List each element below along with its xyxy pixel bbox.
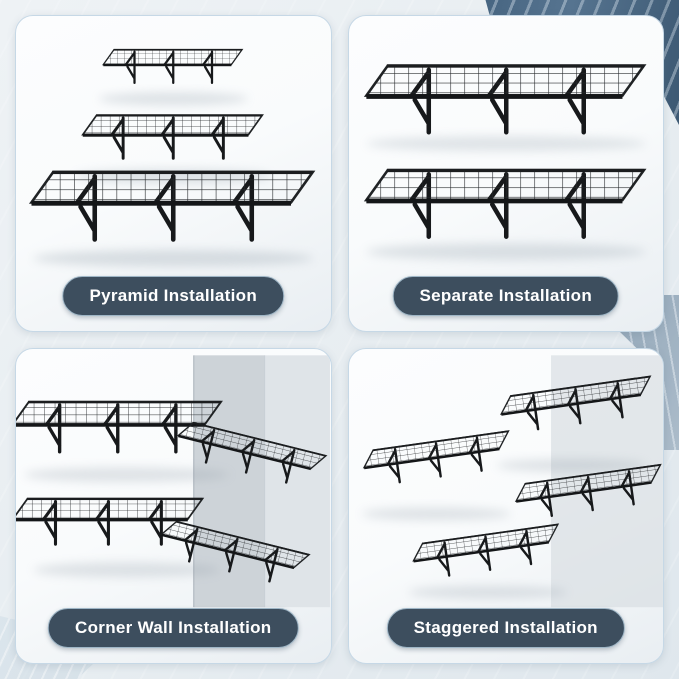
- staggered-illustration: [360, 354, 664, 607]
- corner-illustration: [15, 354, 330, 607]
- pyramid-label-pill: Pyramid Installation: [62, 275, 285, 316]
- separate-label-pill: Separate Installation: [392, 275, 620, 316]
- separate-illustration: [357, 22, 656, 261]
- pyramid-illustration: [24, 47, 323, 267]
- panel-corner-wall-installation: Corner Wall Installation: [15, 347, 332, 664]
- panel-pyramid-installation: Pyramid Installation: [15, 15, 332, 332]
- corner-label-pill: Corner Wall Installation: [48, 608, 299, 648]
- panel-separate-installation: Separate Installation: [347, 15, 664, 332]
- staggered-label-pill: Staggered Installation: [386, 608, 625, 648]
- panel-staggered-installation: Staggered Installation: [347, 347, 664, 664]
